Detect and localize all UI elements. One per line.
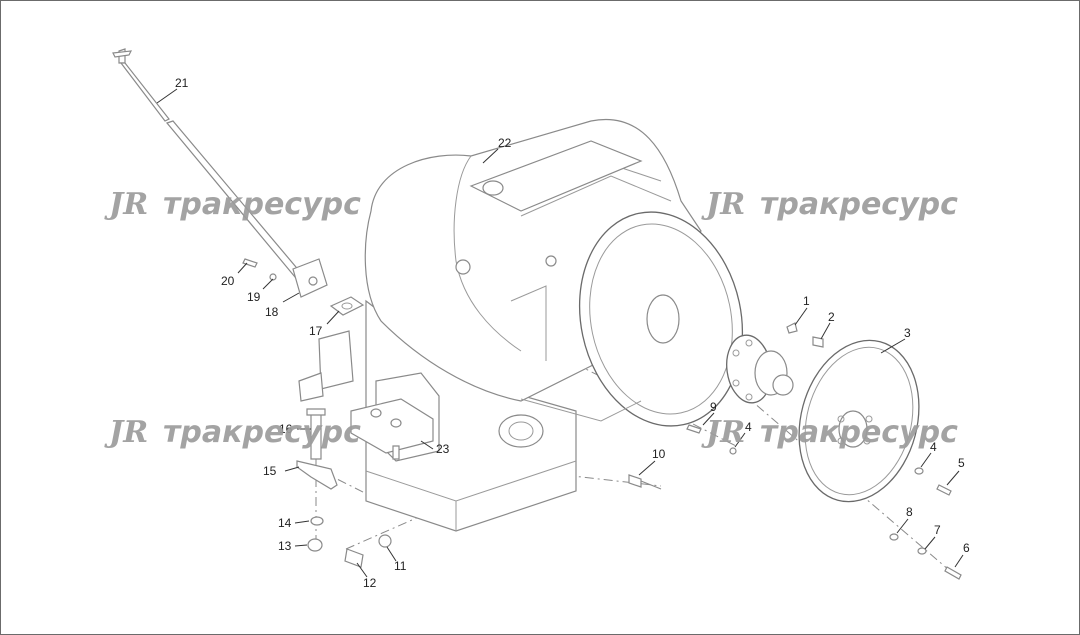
callout-8: 8 [906, 505, 913, 519]
watermark-1: JR тракресурс [104, 187, 361, 222]
watermark-2: JR тракресурс [701, 187, 958, 222]
drive-hub [726, 334, 794, 404]
callout-16: 16 [279, 422, 293, 436]
callout-14: 14 [278, 516, 292, 530]
callout-18: 18 [265, 305, 279, 319]
callout-22: 22 [498, 136, 512, 150]
callout-1: 1 [803, 294, 810, 308]
callout-6: 6 [963, 541, 970, 555]
watermark-brand: тракресурс [760, 415, 958, 450]
callout-23: 23 [436, 442, 450, 456]
callout-11: 11 [394, 559, 407, 573]
watermark-logo: JR [701, 187, 745, 222]
fasteners [296, 322, 962, 580]
watermark-4: JR тракресурс [701, 415, 958, 450]
callout-15: 15 [263, 464, 277, 478]
callout-leaders [156, 88, 964, 578]
callout-12: 12 [363, 576, 377, 590]
callout-4-plate: 4 [930, 440, 937, 454]
transmission-housing [298, 118, 744, 532]
callout-labels: 1 2 3 4 4 5 6 7 8 9 10 11 12 13 14 15 16… [175, 76, 970, 590]
flex-plate [798, 339, 920, 503]
callout-9: 9 [710, 400, 717, 414]
watermark-brand: тракресурс [163, 187, 361, 222]
callout-7: 7 [934, 523, 941, 537]
watermark-logo: JR [701, 415, 745, 450]
callout-2: 2 [828, 310, 835, 324]
callout-19: 19 [247, 290, 261, 304]
watermark-brand: тракресурс [163, 415, 361, 450]
callout-5: 5 [958, 456, 965, 470]
mount-bracket [350, 372, 440, 462]
callout-13: 13 [278, 539, 292, 553]
watermark-brand: тракресурс [760, 187, 958, 222]
callout-10: 10 [652, 447, 666, 461]
callout-17: 17 [309, 324, 323, 338]
watermark-logo: JR [104, 187, 148, 222]
callout-20: 20 [221, 274, 235, 288]
callout-4-hub: 4 [745, 420, 752, 434]
watermark-logo: JR [104, 415, 148, 450]
callout-3: 3 [904, 326, 911, 340]
watermark-3: JR тракресурс [104, 415, 361, 450]
dipstick-assembly [112, 48, 328, 298]
callout-21: 21 [175, 76, 189, 90]
gasket [329, 296, 365, 316]
